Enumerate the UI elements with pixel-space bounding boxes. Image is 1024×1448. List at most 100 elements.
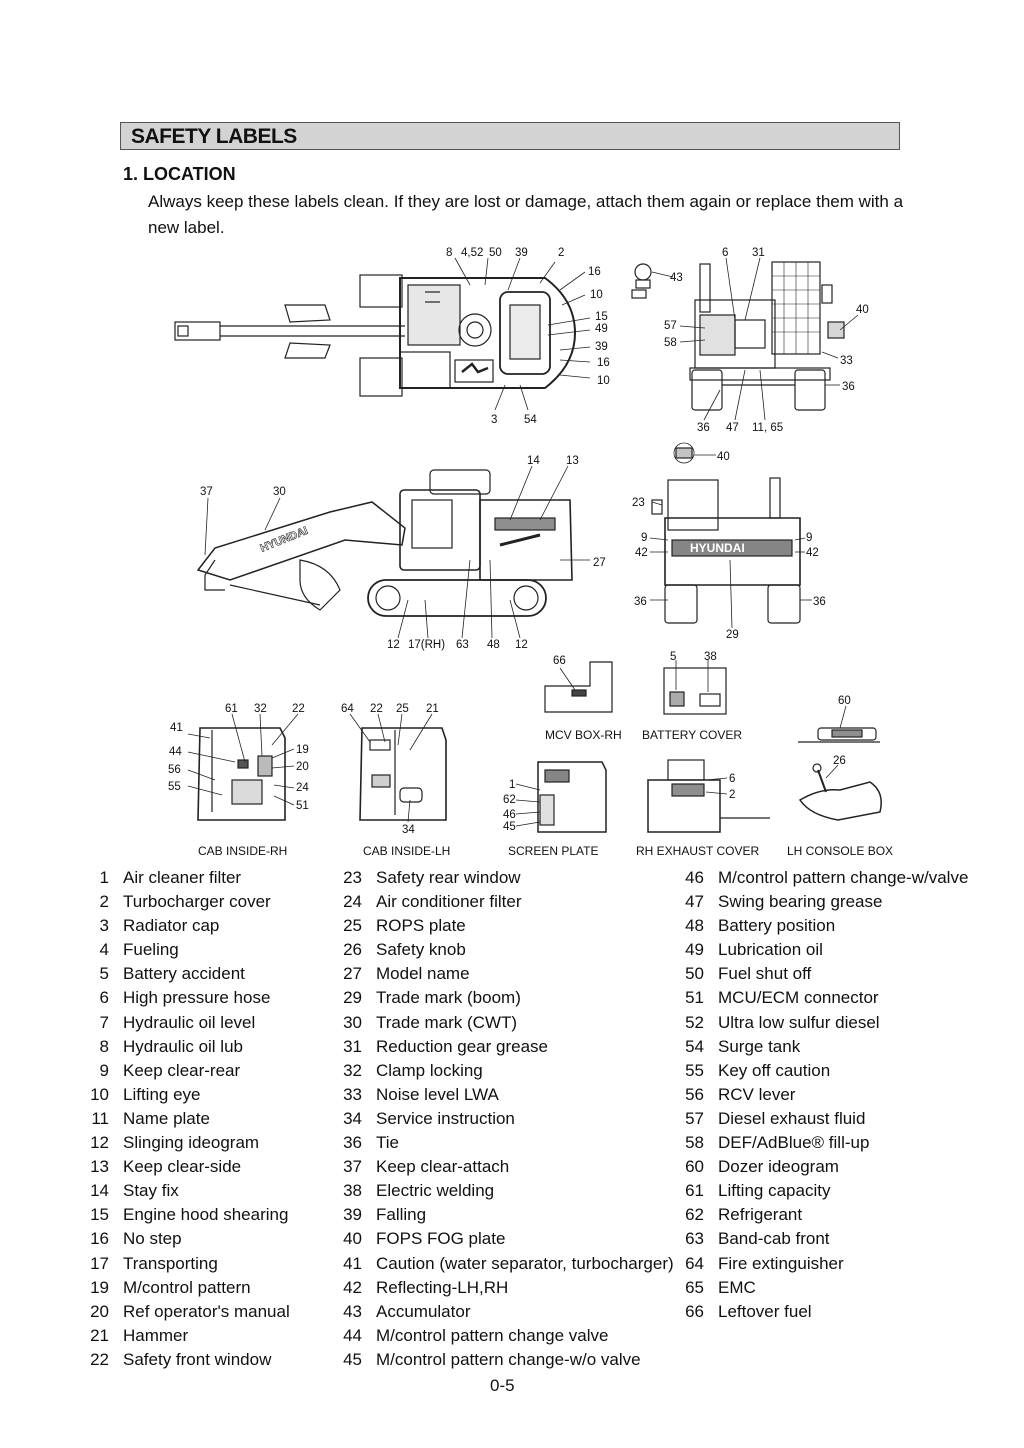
callout-number: 41 [170,722,183,734]
top-view-drawing [174,274,577,397]
legend-item-label: M/control pattern change-w/o valve [376,1349,641,1369]
callout-number: 60 [838,695,851,707]
callout-number: 36 [842,381,855,393]
legend-item-label: Slinging ideogram [123,1133,260,1153]
legend-item-label: Fueling [123,940,179,960]
legend-item: 24 Air conditioner filter [343,892,674,916]
rh-exhaust-cover-drawing [647,759,770,833]
legend-item-label: M/control pattern [123,1277,251,1297]
section-title-bar: SAFETY LABELS [120,122,900,150]
legend-item-label: Air cleaner filter [123,868,242,887]
callout-number: 56 [168,764,181,776]
legend-item-label: Reduction gear grease [376,1036,549,1056]
legend-item-label: Surge tank [718,1036,801,1056]
callout-number: 16 [597,357,610,369]
callout-number: 54 [524,414,537,426]
legend-item-label: Diesel exhaust fluid [718,1108,866,1128]
legend-item: 63 Band-cab front [685,1229,968,1253]
legend-item-label: M/control pattern change valve [376,1325,609,1345]
callout-number: 36 [697,422,710,434]
callout-number: 5 [670,651,676,663]
callout-number: 46 [503,809,516,821]
legend-item-label: Band-cab front [718,1229,830,1249]
callout-number: 15 [595,311,608,323]
legend-item-label: Electric welding [376,1181,495,1201]
callout-number: 17(RH) [408,639,445,651]
legend-item-number: 17 [90,1253,109,1273]
legend-item-number: 16 [90,1229,109,1249]
callout-number: 12 [515,639,528,651]
callout-number: 27 [593,557,606,569]
callout-number: 14 [527,455,540,467]
legend-item-label: Swing bearing grease [718,892,883,912]
legend-item-number: 45 [343,1349,362,1369]
callout-number: 58 [664,337,677,349]
legend-item-number: 58 [685,1133,704,1153]
legend-item-label: Battery accident [123,964,245,984]
legend-item-label: Lifting capacity [718,1181,831,1201]
callout-number: 22 [292,703,305,715]
legend-item-label: RCV lever [718,1084,796,1104]
side-view-drawing [196,469,573,617]
legend-item-label: Name plate [123,1108,210,1128]
callout-number: 57 [664,320,677,332]
legend-item-number: 63 [685,1229,704,1249]
legend-item-number: 3 [99,916,109,936]
legend-item-number: 24 [343,892,362,912]
legend-item-label: Trade mark (boom) [376,988,521,1008]
caption-cab-inside-lh: CAB INSIDE-LH [363,844,450,858]
legend-item-number: 26 [343,940,362,960]
legend-item-label: M/control pattern change-w/valve [718,868,969,887]
legend-item-number: 38 [343,1181,362,1201]
callout-number: 8 [446,247,452,259]
legend-item-number: 34 [343,1108,362,1128]
intro-paragraph: Always keep these labels clean. If they … [148,192,904,237]
legend-item-label: Air conditioner filter [376,892,522,912]
legend-item-label: FOPS FOG plate [376,1229,506,1249]
callout-number: 42 [806,547,819,559]
legend-item-number: 20 [90,1301,109,1321]
callout-number: 25 [396,703,409,715]
legend-item-label: Accumulator [376,1301,471,1321]
callout-number: 2 [729,789,735,801]
callout-number: 36 [634,596,647,608]
legend-item-number: 15 [90,1205,109,1225]
callout-number: 48 [487,639,500,651]
legend-item-label: EMC [718,1277,756,1297]
callout-number: 4,52 [461,247,483,259]
screen-plate-drawing [537,761,607,833]
legend-item-label: Stay fix [123,1181,179,1201]
legend-item-label: Hammer [123,1325,189,1345]
legend-item-label: Fuel shut off [718,964,812,984]
legend-item-number: 41 [343,1253,362,1273]
callout-number: 39 [515,247,528,259]
legend-item-label: MCU/ECM connector [718,988,879,1008]
